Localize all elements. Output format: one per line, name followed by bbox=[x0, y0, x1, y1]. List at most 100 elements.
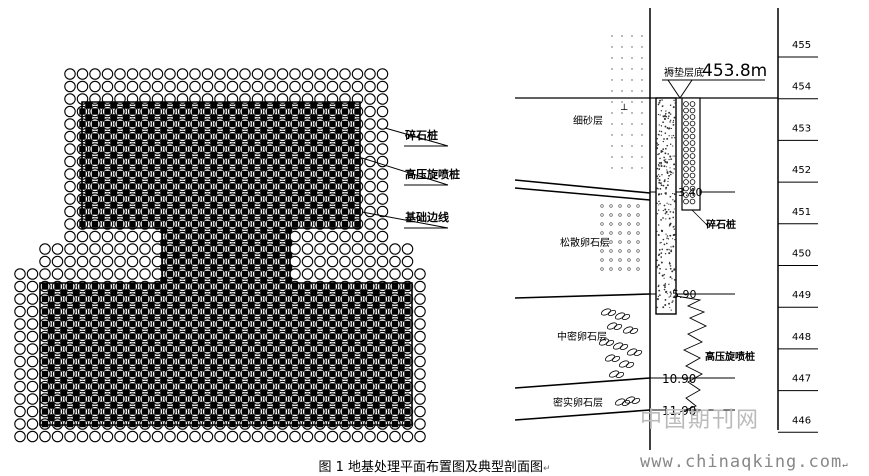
jet-grout-pile bbox=[110, 114, 118, 122]
jet-grout-pile bbox=[172, 301, 180, 309]
gravel-fill bbox=[279, 270, 286, 278]
water-level-symbol: ⊥ bbox=[620, 103, 628, 113]
jet-grout-pile bbox=[322, 289, 330, 297]
gravel-pile bbox=[301, 255, 314, 268]
gravel-pile bbox=[114, 230, 126, 243]
pebble-dot bbox=[600, 258, 604, 262]
jet-speck bbox=[671, 135, 673, 137]
gravel-pile bbox=[101, 68, 114, 80]
jet-grout-pile-grid bbox=[41, 101, 411, 428]
gravel-fill bbox=[204, 170, 211, 178]
jet-grout-pile bbox=[347, 364, 355, 372]
gravel-fill bbox=[291, 145, 299, 153]
jet-grout-pile bbox=[122, 401, 130, 409]
gravel-fill bbox=[216, 170, 224, 178]
jet-grout-pile bbox=[72, 414, 80, 422]
gravel-fill bbox=[229, 333, 236, 340]
jet-speck bbox=[669, 276, 672, 278]
gravel-fill bbox=[129, 195, 136, 203]
gravel-pile bbox=[64, 80, 76, 93]
jet-grout-pile bbox=[272, 164, 280, 172]
layer-loose-pebble: 松散卵石层 bbox=[560, 236, 610, 249]
jet-speck bbox=[660, 130, 663, 133]
jet-grout-pile bbox=[172, 389, 180, 397]
jet-speck bbox=[665, 115, 668, 118]
jet-grout-pile bbox=[310, 326, 318, 334]
gravel-pile bbox=[164, 430, 176, 443]
gravel-fill bbox=[329, 295, 336, 303]
gravel-fill bbox=[166, 420, 174, 428]
jet-speck bbox=[658, 181, 661, 184]
gravel-fill bbox=[129, 145, 136, 153]
jet-grout-pile bbox=[260, 176, 268, 184]
jet-grout-pile bbox=[372, 401, 380, 409]
jet-speck bbox=[669, 195, 672, 198]
depth-value-1: 3.40 bbox=[678, 186, 703, 199]
sand-dot bbox=[611, 112, 613, 114]
gravel-fill bbox=[391, 320, 399, 328]
gravel-fill bbox=[204, 158, 211, 165]
jet-grout-pile bbox=[210, 326, 218, 334]
jet-grout-pile bbox=[47, 314, 55, 322]
gravel-fill bbox=[104, 108, 111, 115]
gravel-fill bbox=[79, 283, 86, 290]
jet-grout-pile bbox=[285, 164, 293, 172]
gravel-fill bbox=[341, 395, 349, 403]
jet-grout-pile bbox=[47, 376, 55, 384]
jet-grout-pile bbox=[47, 351, 55, 359]
jet-grout-pile bbox=[60, 389, 68, 397]
gravel-fill bbox=[116, 320, 124, 328]
gravel-stone bbox=[689, 192, 696, 198]
jet-speck bbox=[673, 193, 675, 195]
gravel-stone bbox=[689, 166, 696, 172]
gravel-fill bbox=[104, 358, 111, 365]
jet-grout-pile bbox=[322, 376, 330, 384]
jet-grout-pile bbox=[160, 214, 168, 222]
jet-grout-pile bbox=[135, 339, 143, 347]
jet-grout-pile bbox=[310, 289, 318, 297]
jet-grout-pile bbox=[235, 226, 243, 234]
jet-speck bbox=[659, 242, 661, 244]
jet-grout-pile bbox=[185, 189, 193, 197]
jet-speck bbox=[673, 295, 676, 298]
jet-grout-pile bbox=[97, 326, 105, 334]
jet-grout-pile bbox=[235, 114, 243, 122]
jet-grout-pile bbox=[397, 326, 405, 334]
jet-grout-pile bbox=[235, 139, 243, 147]
gravel-fill bbox=[291, 170, 299, 178]
elevation-label: 446 bbox=[792, 415, 811, 426]
jet-pile-influence-zone bbox=[675, 295, 708, 413]
jet-grout-pile bbox=[185, 314, 193, 322]
gravel-pile bbox=[414, 268, 426, 280]
jet-grout-pile bbox=[247, 189, 255, 197]
jet-grout-pile bbox=[147, 289, 155, 297]
gravel-pile bbox=[264, 80, 276, 93]
gravel-fill bbox=[91, 408, 99, 415]
gravel-fill bbox=[316, 408, 324, 415]
pebble-dot bbox=[636, 249, 640, 253]
elevation-label: 450 bbox=[792, 249, 811, 260]
gravel-pile bbox=[151, 230, 164, 243]
gravel-fill bbox=[316, 395, 324, 403]
sand-dot bbox=[621, 112, 623, 114]
jet-grout-pile bbox=[360, 414, 368, 422]
gravel-fill bbox=[154, 133, 161, 140]
jet-grout-pile bbox=[322, 114, 330, 122]
gravel-fill bbox=[66, 283, 74, 290]
jet-grout-pile bbox=[322, 401, 330, 409]
gravel-pile bbox=[51, 243, 64, 255]
gravel-pile bbox=[76, 68, 89, 80]
jet-speck bbox=[664, 125, 667, 128]
gravel-fill bbox=[179, 408, 186, 415]
jet-grout-pile bbox=[322, 314, 330, 322]
jet-speck bbox=[658, 200, 660, 203]
gravel-fill bbox=[91, 145, 99, 153]
gravel-fill bbox=[254, 283, 261, 290]
gravel-stone bbox=[689, 140, 696, 146]
jet-grout-pile bbox=[210, 151, 218, 159]
jet-grout-pile bbox=[185, 326, 193, 334]
gravel-fill bbox=[179, 383, 186, 390]
jet-grout-pile bbox=[160, 151, 168, 159]
jet-speck bbox=[668, 203, 670, 205]
pebble-dot bbox=[636, 213, 640, 217]
